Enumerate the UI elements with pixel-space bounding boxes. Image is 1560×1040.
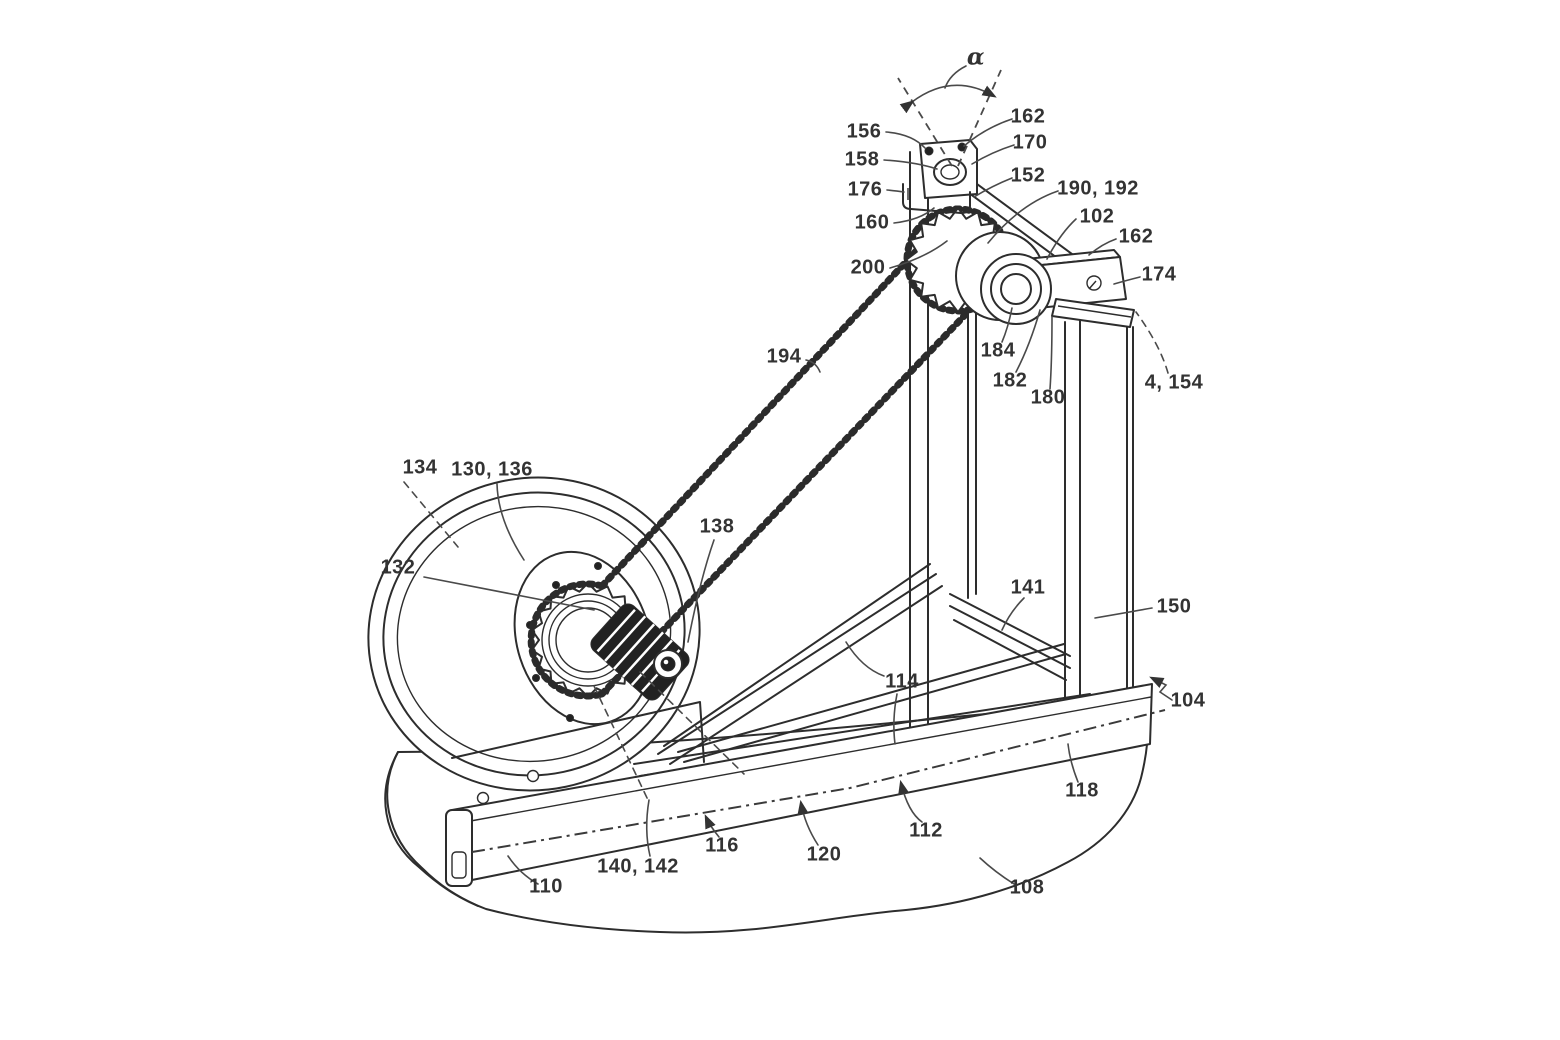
ground-contact-line <box>471 709 1166 853</box>
ref-label-170: 170 <box>1012 131 1048 154</box>
ref-label-102: 102 <box>1079 205 1115 228</box>
ref-label-156: 156 <box>846 120 882 143</box>
ground-front-edge <box>386 751 479 907</box>
ref-label-120: 120 <box>806 843 842 866</box>
ref-label-140-142: 140, 142 <box>597 855 679 878</box>
ref-label-174: 174 <box>1141 263 1177 286</box>
ref-label-176: 176 <box>847 178 883 201</box>
base-triangle-frame <box>633 563 1094 777</box>
ref-label-152: 152 <box>1010 164 1046 187</box>
ref-label-α: α <box>966 43 986 71</box>
post-flange <box>1051 298 1135 328</box>
ref-label-150: 150 <box>1156 595 1192 618</box>
axle-support-plate <box>451 701 705 805</box>
ref-label-162: 162 <box>1010 105 1046 128</box>
ref-label-116: 116 <box>705 834 739 857</box>
ref-label-141: 141 <box>1010 576 1046 599</box>
ref-label-108: 108 <box>1009 876 1045 899</box>
ref-label-200: 200 <box>850 256 886 279</box>
ref-label-134: 134 <box>402 456 438 479</box>
ref-label-162: 162 <box>1118 225 1154 248</box>
angle-annotation <box>897 65 1002 167</box>
ref-label-112: 112 <box>909 819 943 842</box>
ref-label-184: 184 <box>980 339 1016 362</box>
ref-label-160: 160 <box>854 211 890 234</box>
right-post <box>1064 319 1134 745</box>
ref-label-190-192: 190, 192 <box>1057 177 1139 200</box>
ref-label-138: 138 <box>699 515 735 538</box>
ref-label-130-136: 130, 136 <box>451 458 533 481</box>
leader-lines <box>403 118 1173 885</box>
ref-label-110: 110 <box>529 875 563 898</box>
ref-label-194: 194 <box>766 345 802 368</box>
ref-label-114: 114 <box>885 670 919 693</box>
strap <box>902 183 971 214</box>
ref-label-180: 180 <box>1030 386 1066 409</box>
ref-label-132: 132 <box>380 556 416 579</box>
ref-label-104: 104 <box>1170 689 1206 712</box>
base-rail <box>445 683 1166 887</box>
ref-label-4-154: 4, 154 <box>1144 371 1204 394</box>
ref-label-118: 118 <box>1065 779 1099 802</box>
pivot-bracket <box>902 139 978 214</box>
ref-label-158: 158 <box>844 148 880 171</box>
ref-label-182: 182 <box>992 369 1028 392</box>
axle-end-cap <box>653 649 683 679</box>
